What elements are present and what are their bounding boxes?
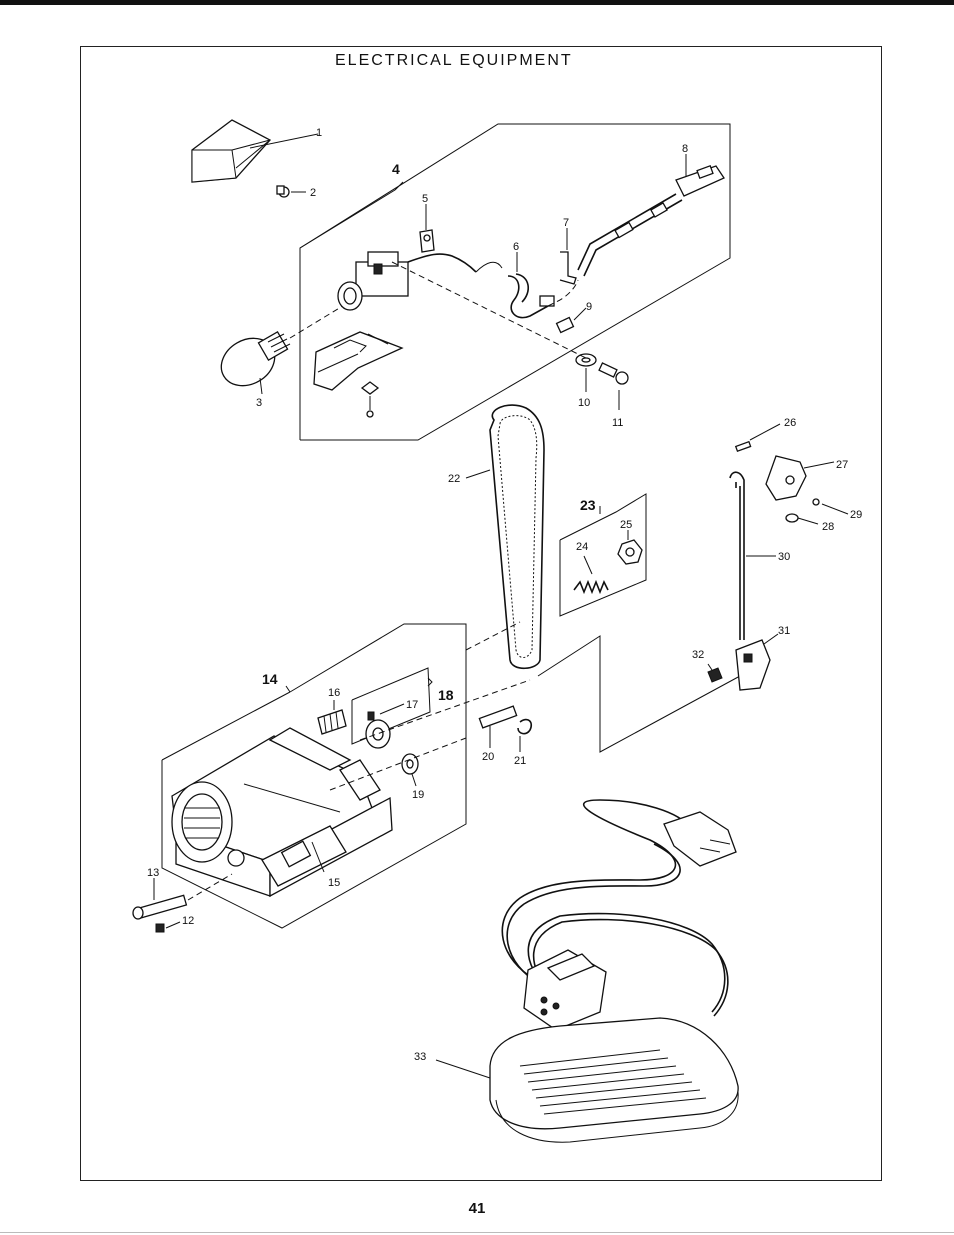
callout-32: 32 <box>692 649 704 661</box>
part-1-lamp-cover <box>191 119 319 183</box>
diagram-frame <box>80 46 882 1181</box>
part-20-pin <box>478 705 518 748</box>
part-21-ring <box>517 718 533 752</box>
part-18-bracket <box>351 667 433 745</box>
callout-28: 28 <box>822 521 834 533</box>
callout-labels: 1 2 3 4 5 6 7 8 9 10 11 12 13 14 15 16 1… <box>147 127 862 1063</box>
page-number: 41 <box>468 1200 486 1217</box>
callout-18: 18 <box>438 687 454 703</box>
lamp-group-outline <box>299 123 731 441</box>
group-23-outline <box>559 493 647 617</box>
part-12-set-screw <box>155 921 181 933</box>
page-title: ELECTRICAL EQUIPMENT <box>335 52 573 69</box>
lamp-socket <box>337 251 503 311</box>
part-5-bracket <box>419 204 435 253</box>
part-10-washer <box>575 353 597 392</box>
part-2-screw <box>276 185 306 198</box>
part-30-rod <box>729 471 776 640</box>
part-17-pulley <box>365 703 405 749</box>
part-31-switch <box>735 633 779 691</box>
part-27-lever <box>765 455 835 501</box>
callout-23: 23 <box>580 497 596 513</box>
callout-17: 17 <box>406 699 418 711</box>
part-29-screw <box>812 498 849 515</box>
callout-19: 19 <box>412 789 424 801</box>
part-33-foot-controller <box>435 799 739 1143</box>
callout-15: 15 <box>328 877 340 889</box>
callout-9: 9 <box>586 301 592 313</box>
callout-11: 11 <box>612 417 623 429</box>
part-6-wire-clip <box>507 252 555 319</box>
part-22-belt <box>465 404 545 670</box>
motor-axis-line <box>359 679 531 741</box>
lamp-holder-plate <box>313 331 404 418</box>
part-11-screw <box>598 362 629 410</box>
callout-21: 21 <box>514 755 526 767</box>
callout-14: 14 <box>262 671 278 687</box>
part-19-collar <box>401 753 419 787</box>
part-25-nut <box>617 530 643 565</box>
callout-16: 16 <box>328 687 340 699</box>
part-28-washer <box>785 513 819 525</box>
part-24-spring <box>573 555 609 595</box>
callout-30: 30 <box>778 551 790 563</box>
callout-10: 10 <box>578 397 590 409</box>
callout-6: 6 <box>513 241 519 253</box>
part-9-screw <box>555 307 587 334</box>
part-7-bracket <box>559 228 577 285</box>
callout-3: 3 <box>256 397 262 409</box>
callout-1: 1 <box>316 127 322 139</box>
callout-4: 4 <box>392 161 400 177</box>
callout-31: 31 <box>778 625 790 637</box>
callout-8: 8 <box>682 143 688 155</box>
part-32-nut <box>707 663 723 683</box>
motor-group-outline <box>161 621 521 929</box>
callout-12: 12 <box>182 915 194 927</box>
callout-27: 27 <box>836 459 848 471</box>
part-26-pin <box>734 423 781 453</box>
callout-2: 2 <box>310 187 316 199</box>
callout-20: 20 <box>482 751 494 763</box>
callout-29: 29 <box>850 509 862 521</box>
pedal-link-outline <box>537 635 741 753</box>
callout-13: 13 <box>147 867 159 879</box>
callout-7: 7 <box>563 217 569 229</box>
bottom-rule <box>0 1232 954 1233</box>
part-8-lead-cable <box>547 154 725 307</box>
callout-33: 33 <box>414 1051 426 1063</box>
part-13-shaft <box>132 873 233 920</box>
part-16-brush <box>317 700 347 735</box>
callout-25: 25 <box>620 519 632 531</box>
motor-axis-line-2 <box>329 737 467 791</box>
part-3-bulb <box>220 303 347 395</box>
callout-5: 5 <box>422 193 428 205</box>
part-15-brush-holder <box>261 825 347 887</box>
top-rule <box>0 0 954 5</box>
callout-22: 22 <box>448 473 460 485</box>
lamp-assembly-axis <box>391 261 591 361</box>
callout-26: 26 <box>784 417 796 429</box>
callout-24: 24 <box>576 541 588 553</box>
